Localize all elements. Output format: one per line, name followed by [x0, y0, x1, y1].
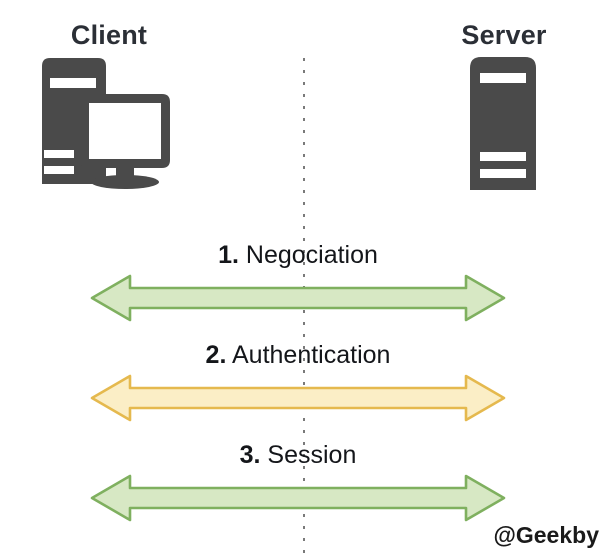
flow-step-1-text: Negociation	[245, 241, 378, 269]
flow-step-2-label: 2. Authentication	[88, 340, 508, 370]
flow-step-1-label: 1. Negociation	[88, 240, 508, 270]
flow-step-3-label: 3. Session	[88, 440, 508, 470]
client-computer-icon	[36, 56, 176, 197]
server-title: Server	[461, 20, 547, 50]
flow-step-3-arrow	[88, 472, 508, 529]
flow-step-1: 1. Negociation	[88, 240, 508, 324]
flow-step-1-arrow	[88, 272, 508, 329]
flow-step-3: 3. Session	[88, 440, 508, 524]
flow-step-2-number: 2.	[205, 341, 227, 369]
watermark-credit: @Geekby	[493, 522, 599, 548]
flow-step-3-number: 3.	[239, 441, 261, 469]
client-title: Client	[70, 20, 148, 50]
flow-step-2: 2. Authentication	[88, 340, 508, 424]
flow-step-2-arrow	[88, 372, 508, 429]
flow-step-3-text: Session	[267, 441, 357, 469]
flow-step-1-number: 1.	[218, 241, 239, 269]
flow-step-2-text: Authentication	[231, 341, 391, 369]
server-tower-icon	[463, 54, 543, 199]
